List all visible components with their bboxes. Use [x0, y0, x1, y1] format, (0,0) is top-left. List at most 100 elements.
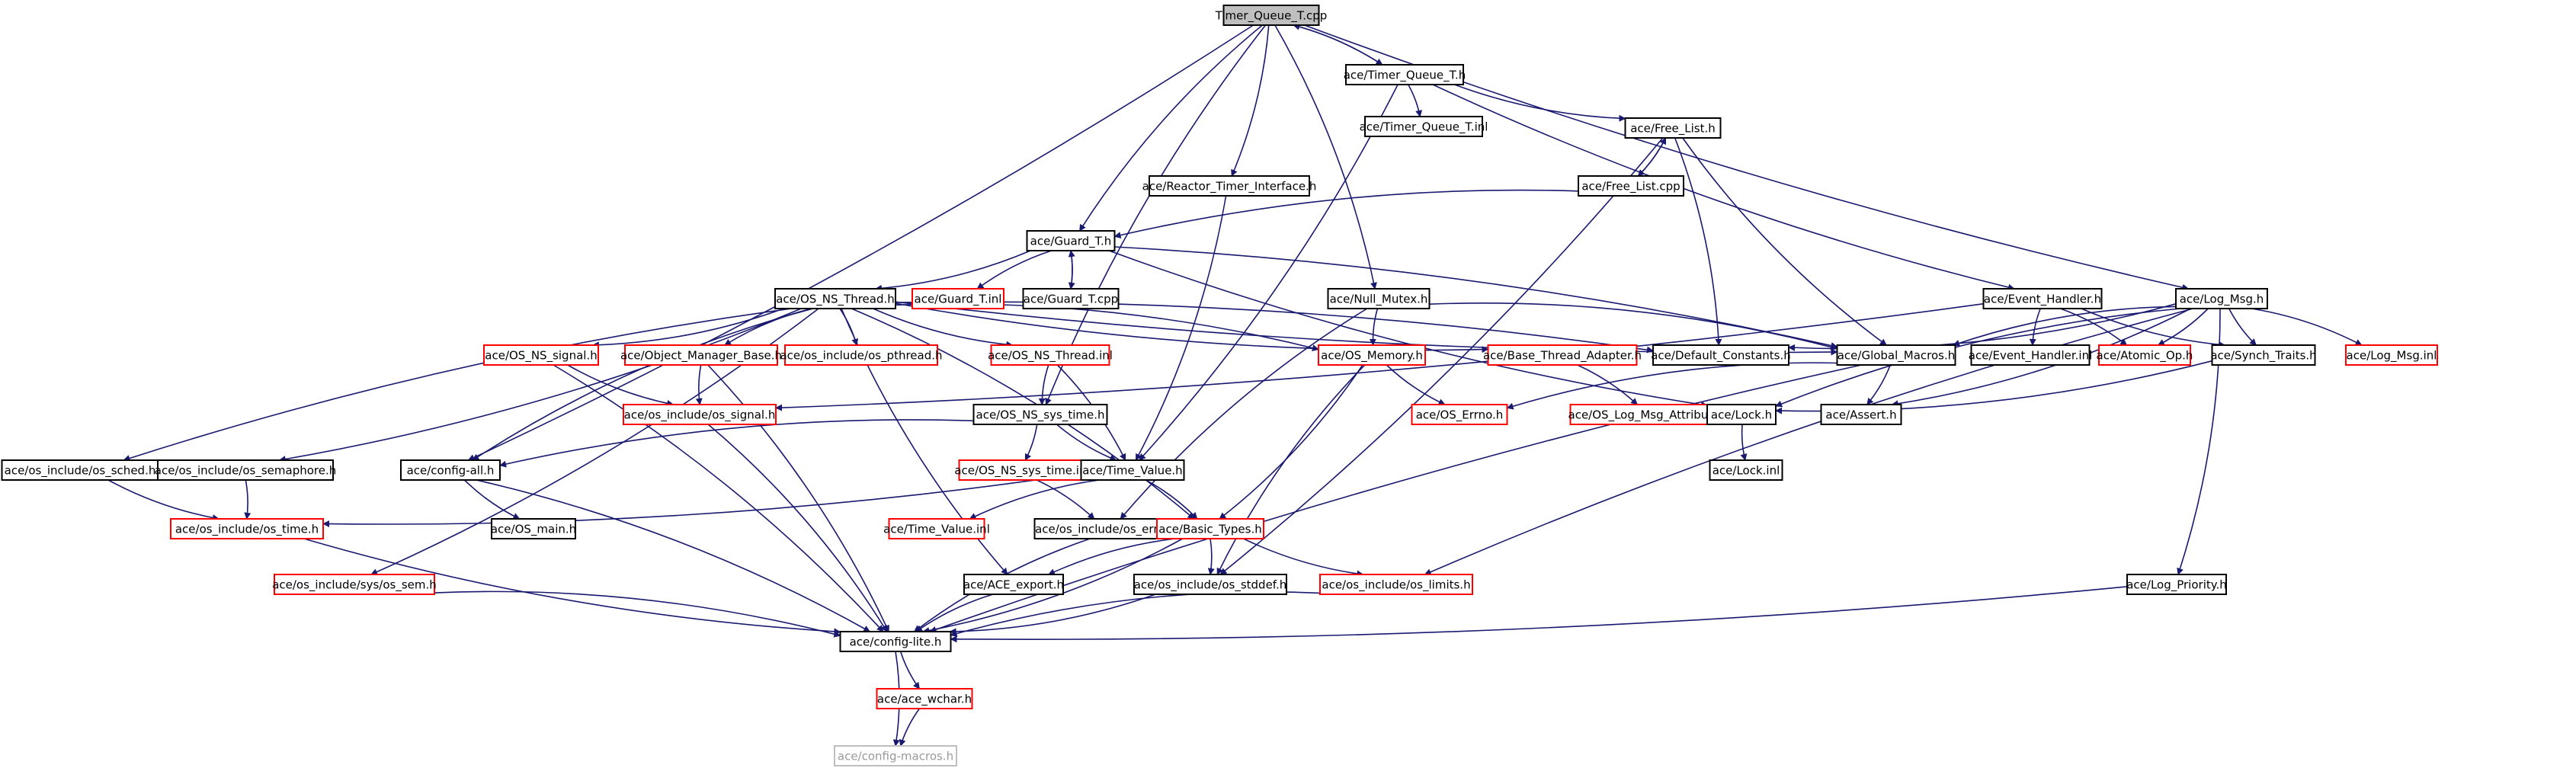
node-default-constants-h[interactable]: ace/Default_Constants.h — [1651, 344, 1791, 366]
edge-config_lite_h-to-ace_wchar_h — [899, 651, 921, 690]
node-event-handler-h[interactable]: ace/Event_Handler.h — [1982, 288, 2103, 309]
node-label: ace/os_include/os_time.h — [175, 523, 319, 537]
edge-os_ns_signal_h-to-config_lite_h — [553, 364, 884, 632]
node-os-include-os-stddef-h[interactable]: ace/os_include/os_stddef.h — [1133, 574, 1287, 595]
node-atomic-op-h[interactable]: ace/Atomic_Op.h — [2097, 344, 2193, 366]
node-os-include-sys-os-sem-h[interactable]: ace/os_include/sys/os_sem.h — [272, 574, 437, 595]
node-box — [774, 288, 896, 309]
node-label: ace/Time_Value.inl — [883, 523, 990, 537]
node-label: ace/ace_wchar.h — [877, 693, 972, 707]
edge-log_msg_h-to-synch_traits_h — [2228, 308, 2257, 346]
node-reactor-timer-interface-h[interactable]: ace/Reactor_Timer_Interface.h — [1142, 175, 1317, 197]
node-label: ace/OS_NS_Thread.inl — [988, 349, 1113, 363]
node-free-list-h[interactable]: ace/Free_List.h — [1624, 117, 1722, 139]
node-label: ace/OS_NS_Thread.h — [776, 293, 895, 307]
edge-os_include_sys_os_sem_h-to-config_lite_h — [434, 590, 841, 638]
node-lock-h[interactable]: ace/Lock.h — [1706, 404, 1777, 425]
node-label: ace/Log_Priority.h — [2126, 578, 2227, 593]
edge-log_msg_h-to-log_msg_inl — [2251, 308, 2363, 346]
node-base-thread-adapter-h[interactable]: ace/Base_Thread_Adapter.h — [1483, 344, 1642, 366]
node-timer-queue-t-h[interactable]: ace/Timer_Queue_T.h — [1344, 64, 1466, 85]
node-label: ace/Free_List.cpp — [1581, 180, 1680, 194]
node-label: ace/os_include/sys/os_sem.h — [272, 578, 437, 593]
node-box — [1578, 175, 1684, 197]
node-os-include-os-signal-h[interactable]: ace/os_include/os_signal.h — [623, 404, 777, 425]
node-null-mutex-h[interactable]: ace/Null_Mutex.h — [1327, 288, 1431, 309]
node-config-macros-h[interactable]: ace/config-macros.h — [834, 745, 957, 766]
node-box — [1345, 64, 1464, 85]
node-label: ace/Synch_Traits.h — [2210, 349, 2316, 363]
edge-os_include_os_time_h-to-config_lite_h — [303, 538, 841, 635]
node-os-include-os-sched-h[interactable]: ace/os_include/os_sched.h — [1, 459, 159, 481]
node-os-ns-sys-time-h[interactable]: ace/OS_NS_sys_time.h — [972, 404, 1108, 425]
node-box — [1022, 288, 1120, 309]
node-os-errno-h[interactable]: ace/OS_Errno.h — [1411, 404, 1508, 425]
node-label: ace/OS_NS_sys_time.h — [976, 408, 1105, 423]
node-log-msg-inl[interactable]: ace/Log_Msg.inl — [2345, 344, 2438, 366]
node-box — [972, 404, 1108, 425]
edge-object_manager_base_h-to-config_lite_h — [707, 364, 889, 632]
node-lock-inl[interactable]: ace/Lock.inl — [1709, 459, 1783, 481]
edge-os_ns_thread_h-to-os_include_os_sched_h — [123, 308, 792, 462]
node-time-value-inl[interactable]: ace/Time_Value.inl — [883, 518, 990, 539]
node-box — [1364, 116, 1483, 137]
node-free-list-cpp[interactable]: ace/Free_List.cpp — [1578, 175, 1684, 197]
node-time-value-h[interactable]: ace/Time_Value.h — [1080, 459, 1185, 481]
node-os-memory-h[interactable]: ace/OS_Memory.h — [1318, 344, 1426, 366]
node-os-ns-sys-time-inl[interactable]: ace/OS_NS_sys_time.inl — [954, 459, 1090, 481]
edge-free_list_cpp-to-free_list_h — [1637, 137, 1667, 177]
node-label: ace/OS_NS_signal.h — [485, 349, 597, 363]
edge-free_list_h-to-os_include_os_stddef_h — [1219, 137, 1664, 575]
node-os-ns-signal-h[interactable]: ace/OS_NS_signal.h — [483, 344, 599, 366]
node-label: ace/Basic_Types.h — [1158, 523, 1261, 537]
node-global-macros-h[interactable]: ace/Global_Macros.h — [1836, 344, 1956, 366]
node-os-main-h[interactable]: ace/OS_main.h — [491, 518, 576, 539]
node-guard-t-cpp[interactable]: ace/Guard_T.cpp — [1022, 288, 1120, 309]
node-box — [1318, 344, 1426, 366]
node-box — [483, 344, 599, 366]
edge-os_ns_sys_time_h-to-config_all_h — [499, 419, 974, 468]
node-box — [1820, 404, 1902, 425]
node-ace-wchar-h[interactable]: ace/ace_wchar.h — [876, 688, 973, 709]
node-box — [888, 518, 985, 539]
edge-os_include_os_stddef_h-to-config_lite_h — [949, 594, 1156, 635]
node-os-include-os-limits-h[interactable]: ace/os_include/os_limits.h — [1319, 574, 1473, 595]
edge-free_list_h-to-default_constants_h — [1674, 137, 1722, 346]
node-event-handler-inl[interactable]: ace/Event_Handler.inl — [1969, 344, 2093, 366]
node-config-all-h[interactable]: ace/config-all.h — [400, 459, 501, 481]
node-os-ns-thread-inl[interactable]: ace/OS_NS_Thread.inl — [988, 344, 1113, 366]
edge-log_msg_h-to-atomic_op_h — [2157, 308, 2209, 346]
edge-log_msg_h-to-os_include_os_limits_h — [1424, 308, 2193, 575]
node-basic-types-h[interactable]: ace/Basic_Types.h — [1156, 518, 1264, 539]
node-os-include-os-semaphore-h[interactable]: ace/os_include/os_semaphore.h — [155, 459, 337, 481]
node-box — [157, 459, 334, 481]
node-log-priority-h[interactable]: ace/Log_Priority.h — [2126, 574, 2227, 595]
node-box — [2126, 574, 2227, 595]
node-box — [1706, 404, 1777, 425]
node-guard-t-inl[interactable]: ace/Guard_T.inl — [912, 288, 1004, 309]
node-assert-h[interactable]: ace/Assert.h — [1820, 404, 1902, 425]
node-box — [1026, 230, 1116, 251]
edge-os_ns_sys_time_h-to-time_value_h — [1056, 424, 1117, 462]
edge-os_memory_h-to-basic_types_h — [1219, 364, 1363, 520]
node-guard-t-h[interactable]: ace/Guard_T.h — [1026, 230, 1116, 251]
node-log-msg-h[interactable]: ace/Log_Msg.h — [2175, 288, 2268, 309]
node-object-manager-base-h[interactable]: ace/Object_Manager_Base.h — [620, 344, 782, 366]
node-os-include-os-time-h[interactable]: ace/os_include/os_time.h — [170, 518, 324, 539]
node-config-lite-h[interactable]: ace/config-lite.h — [839, 631, 952, 652]
node-os-include-os-pthread-h[interactable]: ace/os_include/os_pthread.h — [780, 344, 943, 366]
node-ace-export-h[interactable]: ace/ACE_export.h — [963, 574, 1064, 595]
node-os-ns-thread-h[interactable]: ace/OS_NS_Thread.h — [774, 288, 896, 309]
edge-log_msg_h-to-lock_h — [1775, 308, 2181, 408]
node-box — [2175, 288, 2268, 309]
node-synch-traits-h[interactable]: ace/Synch_Traits.h — [2210, 344, 2317, 366]
node-box — [834, 745, 957, 766]
edge-global_macros_h-to-assert_h — [1866, 364, 1892, 405]
edge-os_ns_sys_time_inl-to-os_include_os_errno_h — [1036, 479, 1095, 520]
edge-os_ns_thread_h-to-object_manager_base_h — [724, 308, 812, 346]
node-timer-queue-t-inl[interactable]: ace/Timer_Queue_T.inl — [1360, 116, 1488, 137]
node-box — [1327, 288, 1431, 309]
edge-os_ns_sys_time_h-to-os_ns_sys_time_inl — [1024, 424, 1038, 461]
edge-os_ns_thread_h-to-base_thread_adapter_h — [895, 302, 1489, 354]
edge-timer_queue_t_cpp-to-config_all_h — [467, 24, 1254, 461]
